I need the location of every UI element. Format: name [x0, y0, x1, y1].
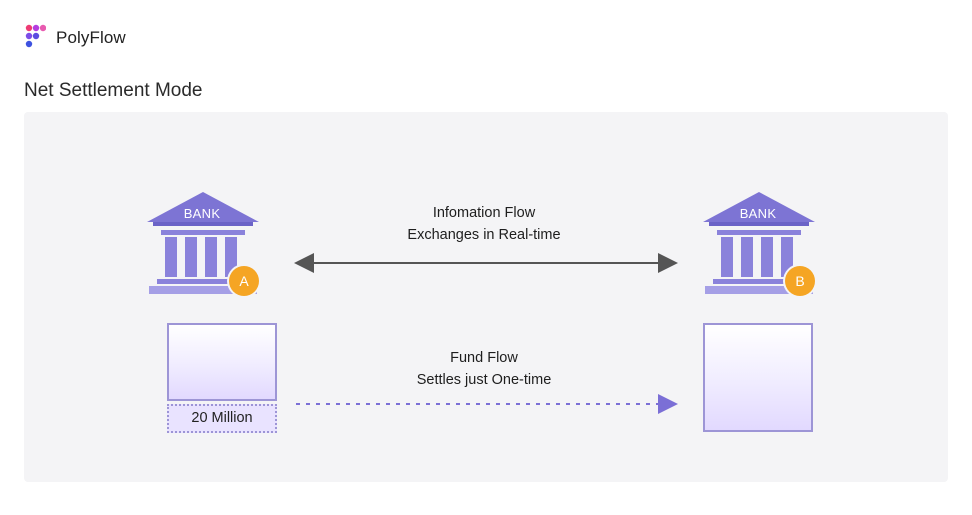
bank-b-badge: B [785, 266, 815, 296]
bank-a-fund-box [167, 323, 277, 401]
brand-name: PolyFlow [56, 28, 126, 47]
information-flow-caption: Infomation Flow Exchanges in Real-time [364, 202, 604, 246]
pending-amount-box: 20 Million [167, 404, 277, 433]
bank-a-icon [147, 192, 259, 294]
bank-b-label: BANK [739, 206, 777, 221]
polyflow-logo-icon [25, 24, 46, 48]
diagram-canvas: BANK A BANK B Infomation Flow Exchanges … [24, 112, 948, 482]
page-title: Net Settlement Mode [24, 80, 203, 101]
fund-flow-caption: Fund Flow Settles just One-time [364, 347, 604, 391]
fund-flow-title: Fund Flow [450, 350, 518, 366]
bank-b-icon [703, 192, 815, 294]
information-flow-subtitle: Exchanges in Real-time [407, 227, 561, 243]
bank-a-badge: A [229, 266, 259, 296]
bank-b-fund-box [703, 323, 813, 432]
polyflow-logo: PolyFlow [24, 24, 126, 52]
bank-b: BANK B [703, 192, 823, 302]
information-flow-title: Infomation Flow [432, 205, 536, 221]
bank-a-label: BANK [183, 206, 221, 221]
bank-a: BANK A [147, 192, 267, 302]
fund-flow-subtitle: Settles just One-time [416, 372, 552, 388]
